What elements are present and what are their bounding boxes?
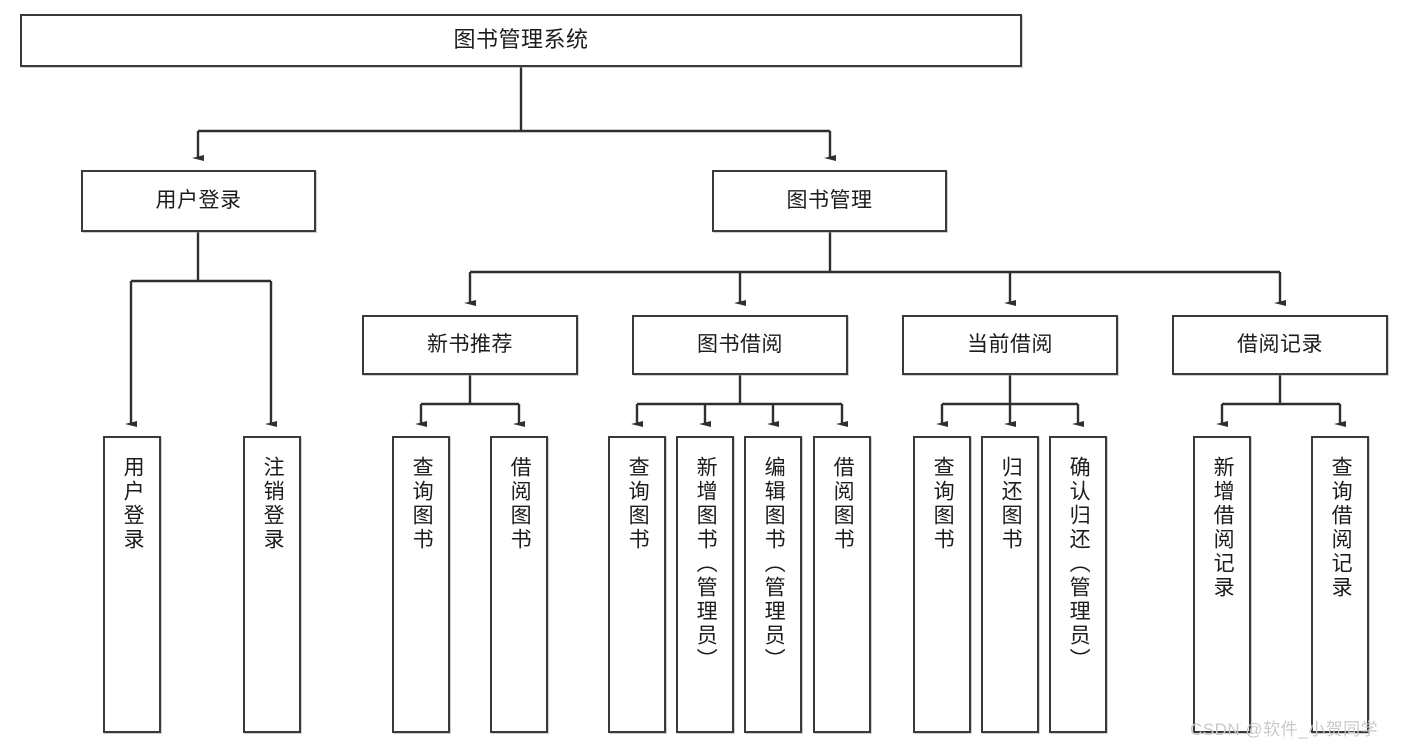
node-label: 借阅记录 [1237, 333, 1323, 357]
node-borrow-records[interactable]: 借阅记录 [1172, 315, 1388, 375]
leaf-logout[interactable]: 注销登录 [243, 436, 301, 733]
leaf-add-borrow-record[interactable]: 新增借阅记录 [1193, 436, 1251, 733]
node-label: 查询图书 [410, 456, 434, 552]
leaf-user-login[interactable]: 用户登录 [103, 436, 161, 733]
node-label: 查询借阅记录 [1329, 456, 1353, 600]
node-label: 新书推荐 [427, 333, 513, 357]
node-book-borrowing[interactable]: 图书借阅 [632, 315, 848, 375]
node-label: 用户登录 [121, 456, 145, 552]
node-label: 用户登录 [155, 189, 242, 213]
node-label: 当前借阅 [967, 333, 1053, 357]
node-user-login[interactable]: 用户登录 [81, 170, 316, 232]
node-label: 确认归还（管理员） [1067, 456, 1091, 672]
leaf-borrow-book-recommendation[interactable]: 借阅图书 [490, 436, 548, 733]
node-root-book-management-system[interactable]: 图书管理系统 [20, 14, 1022, 67]
node-label: 借阅图书 [831, 456, 855, 552]
node-label: 图书借阅 [697, 333, 783, 357]
node-label: 查询图书 [626, 456, 650, 552]
node-label: 查询图书 [931, 456, 955, 552]
node-label: 新增图书（管理员） [694, 456, 718, 672]
leaf-borrow-book-borrowing[interactable]: 借阅图书 [813, 436, 871, 733]
node-label: 注销登录 [261, 456, 285, 552]
leaf-query-book-recommendation[interactable]: 查询图书 [392, 436, 450, 733]
leaf-edit-book-admin[interactable]: 编辑图书（管理员） [744, 436, 802, 733]
node-label: 图书管理系统 [453, 27, 589, 53]
leaf-query-borrow-record[interactable]: 查询借阅记录 [1311, 436, 1369, 733]
leaf-query-book-current[interactable]: 查询图书 [913, 436, 971, 733]
node-book-management[interactable]: 图书管理 [712, 170, 947, 232]
leaf-add-book-admin[interactable]: 新增图书（管理员） [676, 436, 734, 733]
leaf-confirm-return-admin[interactable]: 确认归还（管理员） [1049, 436, 1107, 733]
node-label: 图书管理 [786, 189, 873, 213]
node-label: 归还图书 [999, 456, 1023, 552]
leaf-query-book-borrowing[interactable]: 查询图书 [608, 436, 666, 733]
node-current-borrowing[interactable]: 当前借阅 [902, 315, 1118, 375]
csdn-watermark: CSDN @软件_小贺同学 [1190, 720, 1379, 739]
leaf-return-book[interactable]: 归还图书 [981, 436, 1039, 733]
node-label: 新增借阅记录 [1211, 456, 1235, 600]
node-label: 编辑图书（管理员） [762, 456, 786, 672]
node-new-book-recommendation[interactable]: 新书推荐 [362, 315, 578, 375]
node-label: 借阅图书 [508, 456, 532, 552]
